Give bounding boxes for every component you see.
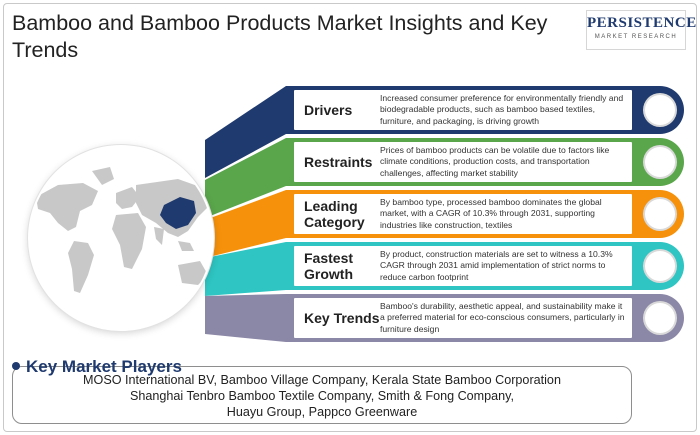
insight-text: Prices of bamboo products can be volatil… bbox=[380, 144, 610, 178]
players-line: Huayu Group, Pappco Greenware bbox=[226, 405, 418, 419]
page-title: Bamboo and Bamboo Products Market Insigh… bbox=[12, 11, 548, 62]
insight-label: Key Trends bbox=[304, 310, 380, 326]
row-knob-icon bbox=[643, 93, 677, 127]
logo-wordmark: PERSISTENCE bbox=[587, 15, 697, 31]
players-list: MOSO International BV, Bamboo Village Co… bbox=[12, 372, 632, 420]
insight-label: Leading Category bbox=[304, 198, 365, 230]
players-line: Shanghai Tenbro Bamboo Textile Company, … bbox=[129, 389, 515, 403]
insight-text: Increased consumer preference for enviro… bbox=[380, 92, 624, 126]
brand-logo: PERSISTENCE MARKET RESEARCH bbox=[586, 10, 697, 50]
insight-text: Bamboo's durability, aesthetic appeal, a… bbox=[380, 300, 625, 334]
players-box bbox=[12, 366, 632, 424]
world-globe bbox=[28, 145, 214, 331]
row-knob-icon bbox=[643, 145, 677, 179]
players-line: MOSO International BV, Bamboo Village Co… bbox=[83, 373, 561, 387]
insight-row: Drivers Increased consumer preference for… bbox=[292, 88, 634, 132]
infographic-frame bbox=[3, 3, 697, 432]
row-knob-icon bbox=[643, 301, 677, 335]
insight-row: Leading Category By bamboo type, processe… bbox=[292, 192, 634, 236]
insight-label: Restraints bbox=[304, 154, 373, 170]
insight-row: Restraints Prices of bamboo products can … bbox=[292, 140, 634, 184]
china-highlight bbox=[160, 197, 196, 229]
insight-row: Fastest Growth By product, construction m… bbox=[292, 244, 634, 288]
insight-label: Drivers bbox=[304, 102, 353, 118]
players-bullet-icon bbox=[12, 362, 20, 370]
world-map-icon bbox=[36, 167, 210, 293]
players-title: Key Market Players bbox=[26, 357, 182, 376]
insight-label: Fastest Growth bbox=[304, 250, 354, 282]
logo-tagline: MARKET RESEARCH bbox=[594, 34, 678, 40]
row-knob-icon bbox=[643, 249, 677, 283]
insight-text: By bamboo type, processed bamboo dominat… bbox=[380, 196, 602, 230]
row-knob-icon bbox=[643, 197, 677, 231]
insight-text: By product, construction materials are s… bbox=[380, 248, 613, 282]
